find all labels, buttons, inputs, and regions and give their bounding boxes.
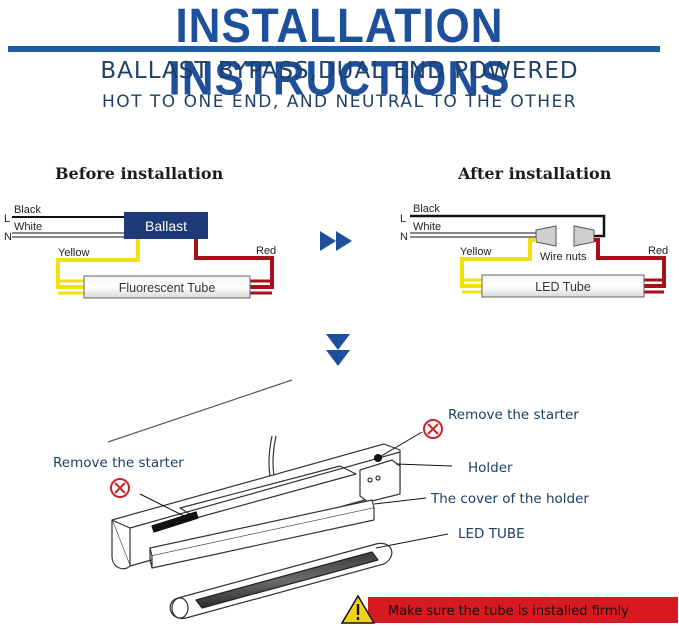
yellow-wire xyxy=(460,238,536,288)
fluorescent-tube xyxy=(83,275,251,299)
cover-of-holder-label: The cover of the holder xyxy=(430,491,589,507)
remove-starter-left-label: Remove the starter xyxy=(53,455,184,471)
holder-label: Holder xyxy=(468,460,513,476)
ballast-label: Ballast xyxy=(145,218,187,234)
holder-cover-end xyxy=(149,548,153,569)
led-tube-callout-label: LED TUBE xyxy=(458,526,525,542)
red-wire-pins xyxy=(250,279,272,295)
holder-cover-side xyxy=(151,508,375,569)
red-wire-pins xyxy=(644,278,664,294)
warning-banner: Make sure the tube is installed firmly xyxy=(340,594,678,624)
warning-triangle-icon xyxy=(340,594,376,624)
black-wire-label: Black xyxy=(413,203,440,215)
line-n-label: N xyxy=(400,231,408,243)
page-title: INSTALLATION INSTRUCTIONS xyxy=(168,0,511,106)
fixture-top-edge xyxy=(129,451,401,529)
yellow-wire-label: Yellow xyxy=(58,247,89,259)
after-wiring-diagram: L N Black White Wire nuts Yellow Red LED… xyxy=(400,203,668,298)
black-wire xyxy=(410,214,606,238)
yellow-wire-label: Yellow xyxy=(460,246,491,258)
led-tube-end-cap xyxy=(171,597,189,619)
remove-starter-right-label: Remove the starter xyxy=(448,407,579,423)
wire-nuts-label: Wire nuts xyxy=(540,251,587,263)
led-tube-label: LED Tube xyxy=(535,280,591,294)
led-tube xyxy=(481,274,645,298)
double-chevron-down-icon xyxy=(326,334,350,366)
ballast-box xyxy=(124,212,208,239)
leader-starter-right xyxy=(377,431,423,459)
holder-pin xyxy=(375,475,381,481)
after-installation-heading: After installation xyxy=(458,164,612,183)
leader-holder xyxy=(395,463,453,467)
subtitle-secondary: HOT TO ONE END, AND NEUTRAL TO THE OTHER xyxy=(101,92,578,112)
white-wire-label: White xyxy=(14,221,42,233)
starter-left xyxy=(151,511,199,533)
fixture-end-cap xyxy=(111,520,131,570)
ceiling-line xyxy=(107,379,293,443)
before-wiring-diagram: L N Black White Ballast Yellow Red Fluor… xyxy=(4,204,276,299)
prohibit-x-icon xyxy=(423,419,443,439)
wire-nut-left-icon xyxy=(535,225,557,247)
subtitle-primary: BALLAST BYPASS,DUAL END POWERED xyxy=(100,58,579,84)
red-wire-label: Red xyxy=(648,245,668,257)
yellow-wire-pins xyxy=(58,279,84,295)
leader-lines xyxy=(139,431,453,549)
title-underline xyxy=(8,46,660,52)
line-l-label: L xyxy=(4,213,10,225)
holder-right xyxy=(359,459,401,503)
red-wire-label: Red xyxy=(256,245,276,257)
line-l-label: L xyxy=(400,213,406,225)
warning-text: Make sure the tube is installed firmly xyxy=(388,604,629,619)
double-chevron-right-icon xyxy=(320,231,352,251)
wire-nut-right-icon xyxy=(573,225,595,247)
black-wire-label: Black xyxy=(14,204,41,216)
leader-cover xyxy=(373,497,427,505)
leader-led-tube xyxy=(375,533,449,549)
prohibit-x-icon xyxy=(110,478,130,498)
holder-pin xyxy=(367,477,373,483)
white-wire-label: White xyxy=(413,221,441,233)
yellow-wire-pins xyxy=(462,278,482,294)
warning-bar xyxy=(368,597,678,623)
fluorescent-tube-label: Fluorescent Tube xyxy=(119,281,216,295)
before-installation-heading: Before installation xyxy=(55,164,224,183)
red-wire xyxy=(594,238,666,288)
leader-starter-left xyxy=(139,493,185,517)
fixture-illustration xyxy=(107,379,401,620)
line-n-label: N xyxy=(4,231,12,243)
led-tube-strip xyxy=(195,551,379,609)
yellow-wire xyxy=(56,239,140,289)
red-wire xyxy=(194,239,274,289)
